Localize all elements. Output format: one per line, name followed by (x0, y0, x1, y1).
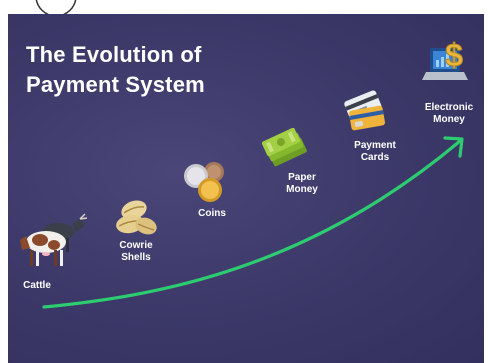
label-text: Coins (198, 208, 226, 219)
label-text-1: Electronic (424, 102, 474, 113)
title-line-2: Payment System (26, 72, 205, 97)
stage-label-coins: Coins (194, 208, 230, 220)
payment-cards-icon (344, 90, 386, 131)
label-text-1: Payment (354, 140, 396, 151)
coins-icon (184, 162, 224, 202)
paper-money-icon (262, 128, 307, 167)
title-line-1: The Evolution of (26, 42, 202, 67)
label-text-2: Money (286, 184, 318, 195)
growth-arrow (42, 136, 464, 309)
stage-label-paper: Paper Money (282, 172, 322, 196)
label-text-2: Money (433, 114, 465, 125)
label-text-1: Cowrie (119, 240, 153, 251)
stage-label-cards: Payment Cards (352, 140, 398, 164)
infographic-panel: The Evolution of Payment System (8, 14, 484, 363)
cattle-icon (20, 213, 88, 266)
label-text-2: Shells (121, 252, 151, 263)
label-text-2: Cards (360, 152, 390, 163)
label-text: Cattle (23, 280, 51, 291)
stage-label-emoney: Electronic Money (422, 102, 476, 126)
electronic-money-icon: $ (422, 37, 468, 80)
stage-label-cowrie: Cowrie Shells (114, 240, 158, 264)
stage-label-cattle: Cattle (22, 280, 52, 292)
svg-text:$: $ (445, 37, 463, 73)
label-text-1: Paper (288, 172, 316, 183)
cowrie-shells-icon (116, 200, 157, 235)
